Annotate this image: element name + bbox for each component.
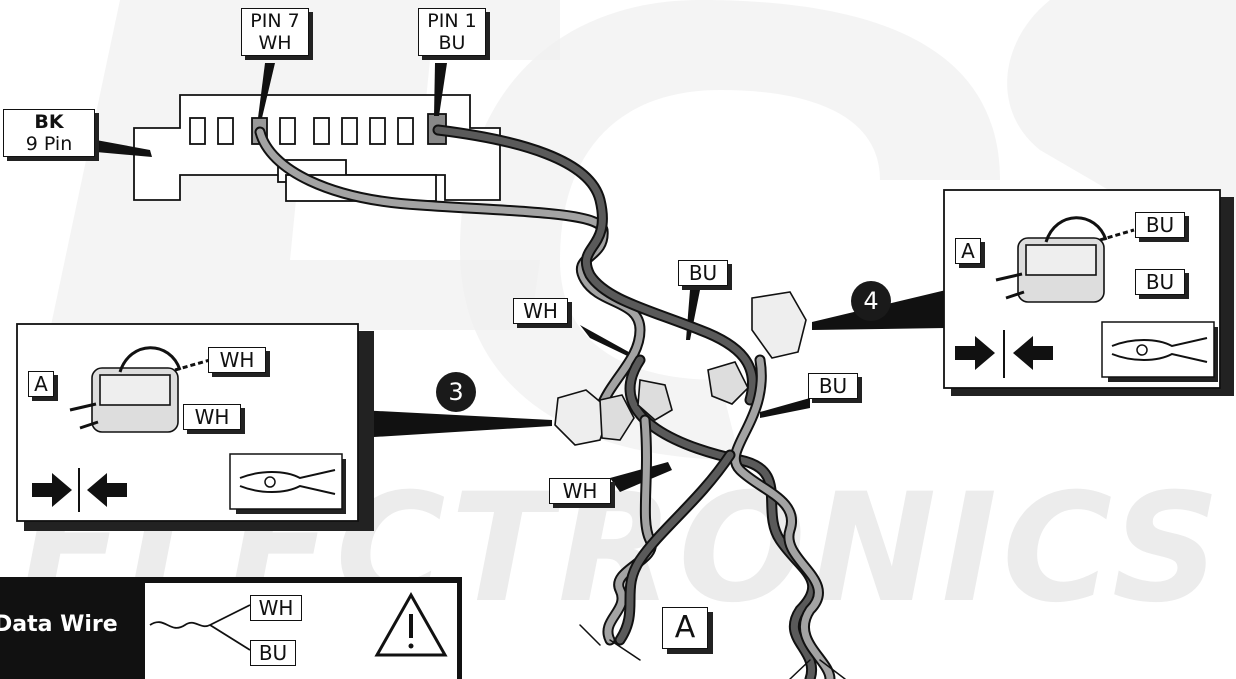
bu-center-label: BU xyxy=(678,260,728,286)
pin1-line1: PIN 1 xyxy=(427,10,477,32)
step4-box xyxy=(943,189,1234,396)
wires xyxy=(254,124,846,679)
box3-a-label: A xyxy=(28,371,54,397)
legend-bu-label: BU xyxy=(250,640,296,666)
bu-right-label: BU xyxy=(808,373,858,399)
data-wire-legend xyxy=(0,577,462,679)
box3-wh1-label: WH xyxy=(208,347,266,373)
pin7-line1: PIN 7 xyxy=(250,10,300,32)
wire-connector-3 xyxy=(554,379,673,446)
pin7-label: PIN 7 WH xyxy=(241,8,309,56)
wh-center-label: WH xyxy=(513,298,568,324)
box4-pliers-icon xyxy=(1101,321,1218,382)
wire-connector-4 xyxy=(707,291,807,405)
step-4-badge: 4 xyxy=(851,281,891,321)
pin7-line2: WH xyxy=(258,32,292,54)
box3-wh2-label: WH xyxy=(183,404,241,430)
box3-press-icon xyxy=(32,468,127,512)
box4-press-icon xyxy=(955,330,1053,378)
pin1-label: PIN 1 BU xyxy=(418,8,486,56)
pin1-line2: BU xyxy=(438,32,466,54)
wh-lower-label: WH xyxy=(549,478,611,504)
box4-bu2-label: BU xyxy=(1135,269,1185,295)
step-3-badge: 3 xyxy=(436,372,476,412)
box3-pliers-icon xyxy=(229,453,346,514)
box4-connector xyxy=(995,216,1135,303)
connector-type-label: BK 9 Pin xyxy=(3,109,95,157)
box3-connector xyxy=(69,346,211,433)
wire-a-label: A xyxy=(662,607,708,649)
connector-color: BK xyxy=(34,111,64,133)
box4-a-label: A xyxy=(955,238,981,264)
warning-icon xyxy=(374,591,448,657)
data-wire-title: Data Wire xyxy=(0,612,118,637)
step3-box xyxy=(16,323,374,531)
connector-pins: 9 Pin xyxy=(25,133,73,155)
legend-wh-label: WH xyxy=(250,595,302,621)
box4-bu1-label: BU xyxy=(1135,212,1185,238)
